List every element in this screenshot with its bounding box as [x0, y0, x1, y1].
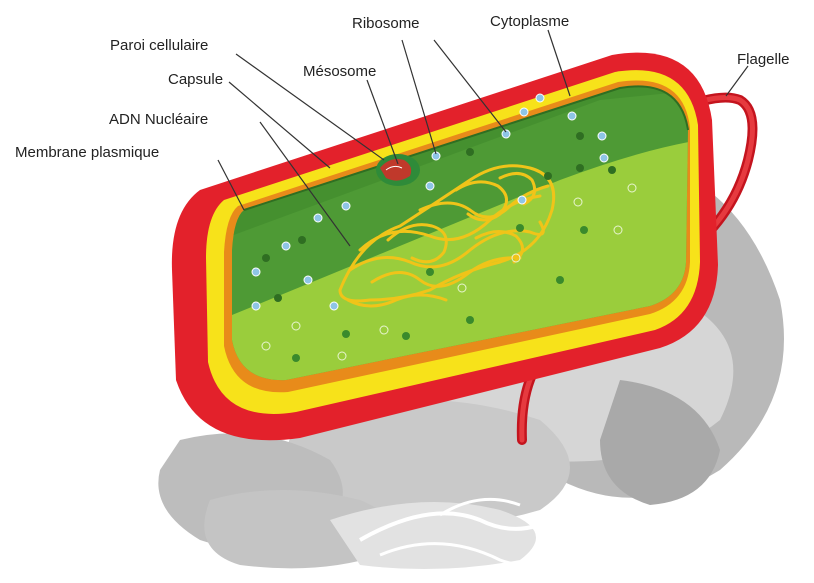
label-capsule: Capsule: [168, 71, 223, 88]
label-membrane-plasmique: Membrane plasmique: [15, 144, 159, 161]
label-paroi-cellulaire: Paroi cellulaire: [110, 37, 208, 54]
label-ribosome: Ribosome: [352, 15, 420, 32]
label-flagelle: Flagelle: [737, 51, 790, 68]
label-cytoplasme: Cytoplasme: [490, 13, 569, 30]
label-adn-nucleaire: ADN Nucléaire: [109, 111, 208, 128]
label-mesosome: Mésosome: [303, 63, 376, 80]
